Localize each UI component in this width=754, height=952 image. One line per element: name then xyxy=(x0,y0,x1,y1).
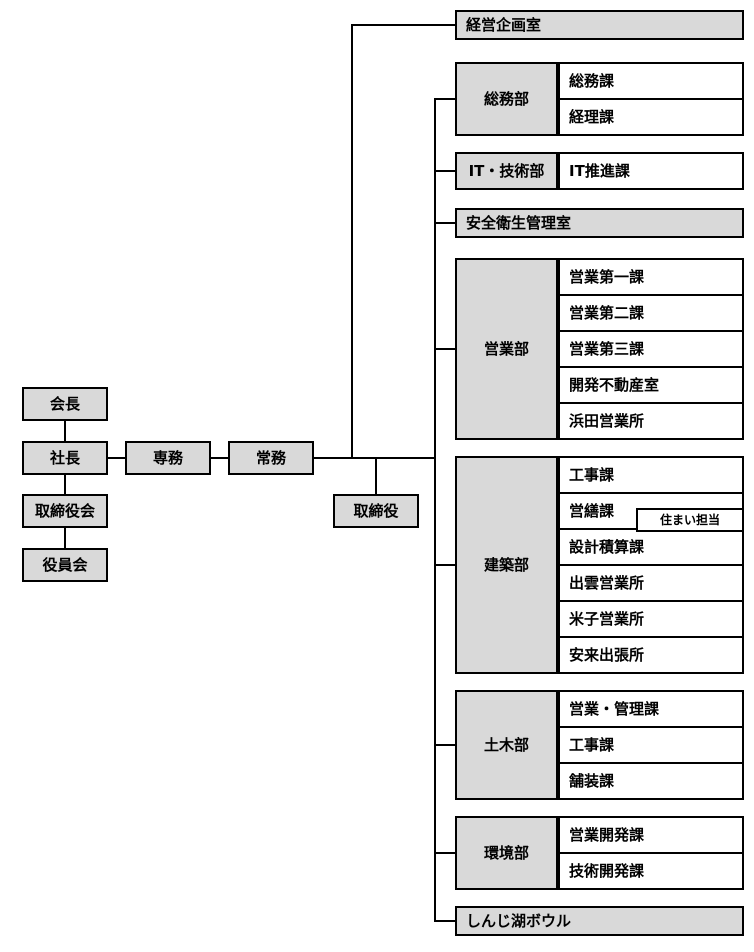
dept-it-technology: IT・技術部 xyxy=(455,152,558,190)
row-paving-section: 舗装課 xyxy=(558,762,744,800)
connector-line xyxy=(434,348,455,350)
connector-line xyxy=(375,457,377,494)
node-director: 取締役 xyxy=(333,494,419,528)
row-izumo-sales-office: 出雲営業所 xyxy=(558,564,744,602)
row-development-real-estate-office: 開発不動産室 xyxy=(558,366,744,404)
connector-line xyxy=(64,528,66,548)
connector-line xyxy=(434,98,455,100)
row-yonago-sales-office: 米子営業所 xyxy=(558,600,744,638)
node-board-of-directors: 取締役会 xyxy=(22,494,108,528)
dept-sales: 営業部 xyxy=(455,258,558,440)
trunk-line xyxy=(434,98,436,922)
row-construction-works-section: 工事課 xyxy=(558,456,744,494)
node-senior-managing-director: 専務 xyxy=(125,441,211,475)
row-sales-development-section: 営業開発課 xyxy=(558,816,744,854)
attachment-housing-staff: 住まい担当 xyxy=(636,508,744,532)
facility-shinjiko-bowl: しんじ湖ボウル xyxy=(455,906,744,936)
node-president: 社長 xyxy=(22,441,108,475)
dept-general-affairs: 総務部 xyxy=(455,62,558,136)
connector-line xyxy=(64,475,66,494)
connector-line xyxy=(211,457,228,459)
dept-environment: 環境部 xyxy=(455,816,558,890)
row-sales-section-3: 営業第三課 xyxy=(558,330,744,368)
connector-line xyxy=(108,457,125,459)
connector-line xyxy=(434,170,455,172)
row-accounting-section: 経理課 xyxy=(558,98,744,136)
dept-civil-engineering: 土木部 xyxy=(455,690,558,800)
connector-line xyxy=(434,920,455,922)
connector-line xyxy=(351,24,353,459)
office-corporate-planning: 経営企画室 xyxy=(455,10,744,40)
row-design-estimation-section: 設計積算課 xyxy=(558,528,744,566)
row-yasugi-branch: 安来出張所 xyxy=(558,636,744,674)
row-it-promotion-section: IT推進課 xyxy=(558,152,744,190)
row-hamada-sales-office: 浜田営業所 xyxy=(558,402,744,440)
row-sales-management-section: 営業・管理課 xyxy=(558,690,744,728)
row-technology-development-section: 技術開発課 xyxy=(558,852,744,890)
node-chairman: 会長 xyxy=(22,387,108,421)
connector-line xyxy=(434,852,455,854)
office-safety-health: 安全衛生管理室 xyxy=(455,208,744,238)
node-officers-meeting: 役員会 xyxy=(22,548,108,582)
row-sales-section-2: 営業第二課 xyxy=(558,294,744,332)
connector-line xyxy=(434,564,455,566)
connector-line xyxy=(434,744,455,746)
node-managing-director: 常務 xyxy=(228,441,314,475)
row-works-section: 工事課 xyxy=(558,726,744,764)
connector-line xyxy=(434,222,455,224)
dept-construction: 建築部 xyxy=(455,456,558,674)
connector-line xyxy=(64,421,66,441)
row-general-affairs-section: 総務課 xyxy=(558,62,744,100)
row-sales-section-1: 営業第一課 xyxy=(558,258,744,296)
connector-line xyxy=(351,24,455,26)
